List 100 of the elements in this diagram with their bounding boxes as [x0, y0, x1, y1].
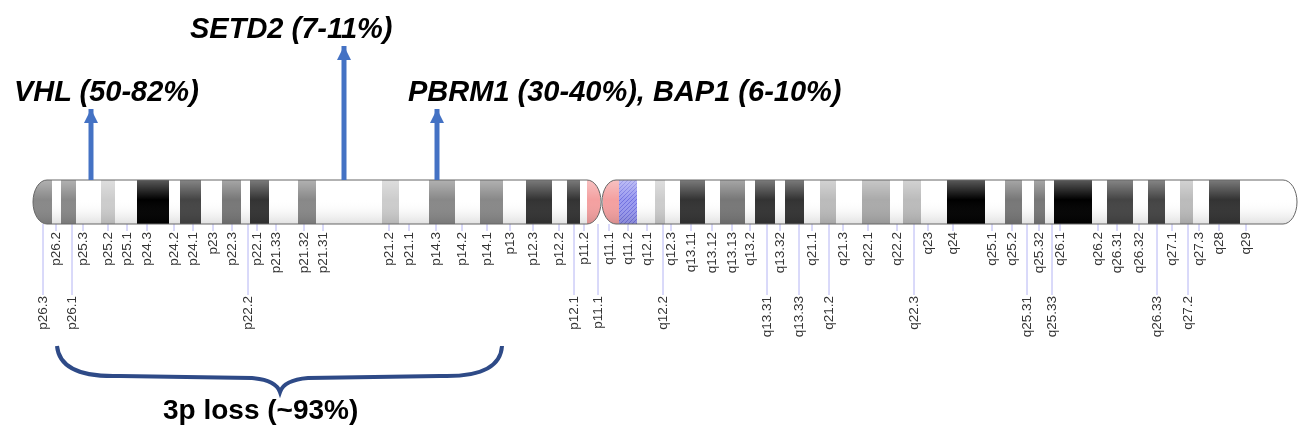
leader-line — [388, 223, 390, 232]
leader-line — [509, 223, 511, 232]
gene-label: VHL (50-82%) — [14, 75, 199, 107]
leader-line — [146, 223, 148, 232]
band-label: q25.33 — [1045, 296, 1059, 338]
leader-line — [1011, 223, 1013, 232]
leader-line — [1156, 223, 1158, 296]
chromosome-drawing — [32, 179, 1298, 225]
band-label: q13.31 — [760, 296, 774, 338]
band-label: p11.1 — [591, 296, 605, 329]
band-label: q13.2 — [743, 232, 757, 266]
leader-line — [256, 223, 258, 232]
leader-line — [913, 223, 915, 296]
band-label: p26.2 — [49, 232, 63, 266]
band-label: p23 — [206, 232, 220, 255]
band-label: q23 — [921, 232, 935, 255]
leader-line — [275, 223, 277, 232]
band-label: p25.3 — [76, 232, 90, 266]
band-label: q11.2 — [621, 232, 635, 265]
band-label: p13 — [503, 232, 517, 255]
band-label: q13.13 — [725, 232, 739, 274]
leader-line — [597, 223, 599, 296]
leader-line — [662, 223, 664, 296]
leader-line — [896, 223, 898, 232]
leader-line — [749, 223, 751, 232]
leader-line — [303, 223, 305, 232]
leader-line — [1245, 223, 1247, 232]
band-label: q28 — [1212, 232, 1226, 255]
band-label: p12.2 — [552, 232, 566, 266]
leader-line — [1171, 223, 1173, 232]
leader-line — [55, 223, 57, 232]
leader-line — [408, 223, 410, 232]
band-label: q22.1 — [861, 232, 875, 266]
leader-line — [867, 223, 869, 232]
band-label: q26.2 — [1091, 232, 1105, 266]
leader-line — [766, 223, 768, 296]
leader-line — [532, 223, 534, 232]
band-label: q11.1 — [602, 232, 616, 265]
band-label: p21.33 — [269, 232, 283, 274]
leader-line — [842, 223, 844, 232]
band-label: p26.1 — [65, 296, 79, 330]
band-label: q29 — [1239, 232, 1253, 255]
band-label: p11.2 — [577, 232, 591, 265]
leader-line — [690, 223, 692, 232]
band-label: p25.1 — [120, 232, 134, 266]
leader-line — [1038, 223, 1040, 232]
band-label: q25.2 — [1005, 232, 1019, 266]
band-label: q21.1 — [805, 232, 819, 266]
leader-line — [486, 223, 488, 232]
leader-line — [1138, 223, 1140, 232]
leader-line — [212, 223, 214, 232]
band-label: p21.32 — [297, 232, 311, 274]
band-label: q22.2 — [890, 232, 904, 266]
band-label: q13.11 — [684, 232, 698, 273]
band-label: q27.1 — [1165, 232, 1179, 266]
leader-line — [991, 223, 993, 232]
leader-line — [1198, 223, 1200, 232]
band-label: p12.3 — [526, 232, 540, 266]
leader-line — [247, 223, 249, 296]
leader-line — [461, 223, 463, 232]
band-label: q13.33 — [792, 296, 806, 338]
band-label: p14.3 — [429, 232, 443, 266]
leader-line — [1218, 223, 1220, 232]
band-label: p21.1 — [402, 232, 416, 266]
leader-line — [435, 223, 437, 232]
leader-line — [811, 223, 813, 232]
band-label: p25.2 — [101, 232, 115, 266]
band-label: q21.2 — [822, 296, 836, 330]
leader-line — [798, 223, 800, 296]
band-label: q21.3 — [836, 232, 850, 266]
band-label: q25.31 — [1020, 296, 1034, 338]
band-label: q27.2 — [1181, 296, 1195, 330]
band-label: p22.3 — [225, 232, 239, 266]
leader-line — [173, 223, 175, 232]
leader-line — [670, 223, 672, 232]
leader-line — [322, 223, 324, 232]
leader-line — [231, 223, 233, 232]
band-label: q12.2 — [656, 296, 670, 330]
band-label: p24.3 — [140, 232, 154, 266]
band-label: q25.32 — [1032, 232, 1046, 274]
band-label: p14.1 — [480, 232, 494, 266]
leader-line — [583, 223, 585, 232]
leader-line — [1116, 223, 1118, 232]
band-label: p21.31 — [316, 232, 330, 274]
leader-line — [71, 223, 73, 296]
leader-line — [646, 223, 648, 232]
band-label: p24.2 — [167, 232, 181, 266]
arrow — [430, 109, 444, 180]
brace-label: 3p loss (~93%) — [163, 394, 359, 426]
band-label: q26.32 — [1132, 232, 1146, 274]
band-label: q12.3 — [664, 232, 678, 266]
leader-line — [627, 223, 629, 232]
leader-line — [927, 223, 929, 232]
leader-line — [779, 223, 781, 232]
band-label: q25.1 — [985, 232, 999, 266]
band-label: p26.3 — [36, 296, 50, 330]
leader-line — [42, 223, 44, 296]
gene-label: SETD2 (7-11%) — [190, 12, 393, 44]
leader-line — [192, 223, 194, 232]
band-label: p22.1 — [250, 232, 264, 266]
